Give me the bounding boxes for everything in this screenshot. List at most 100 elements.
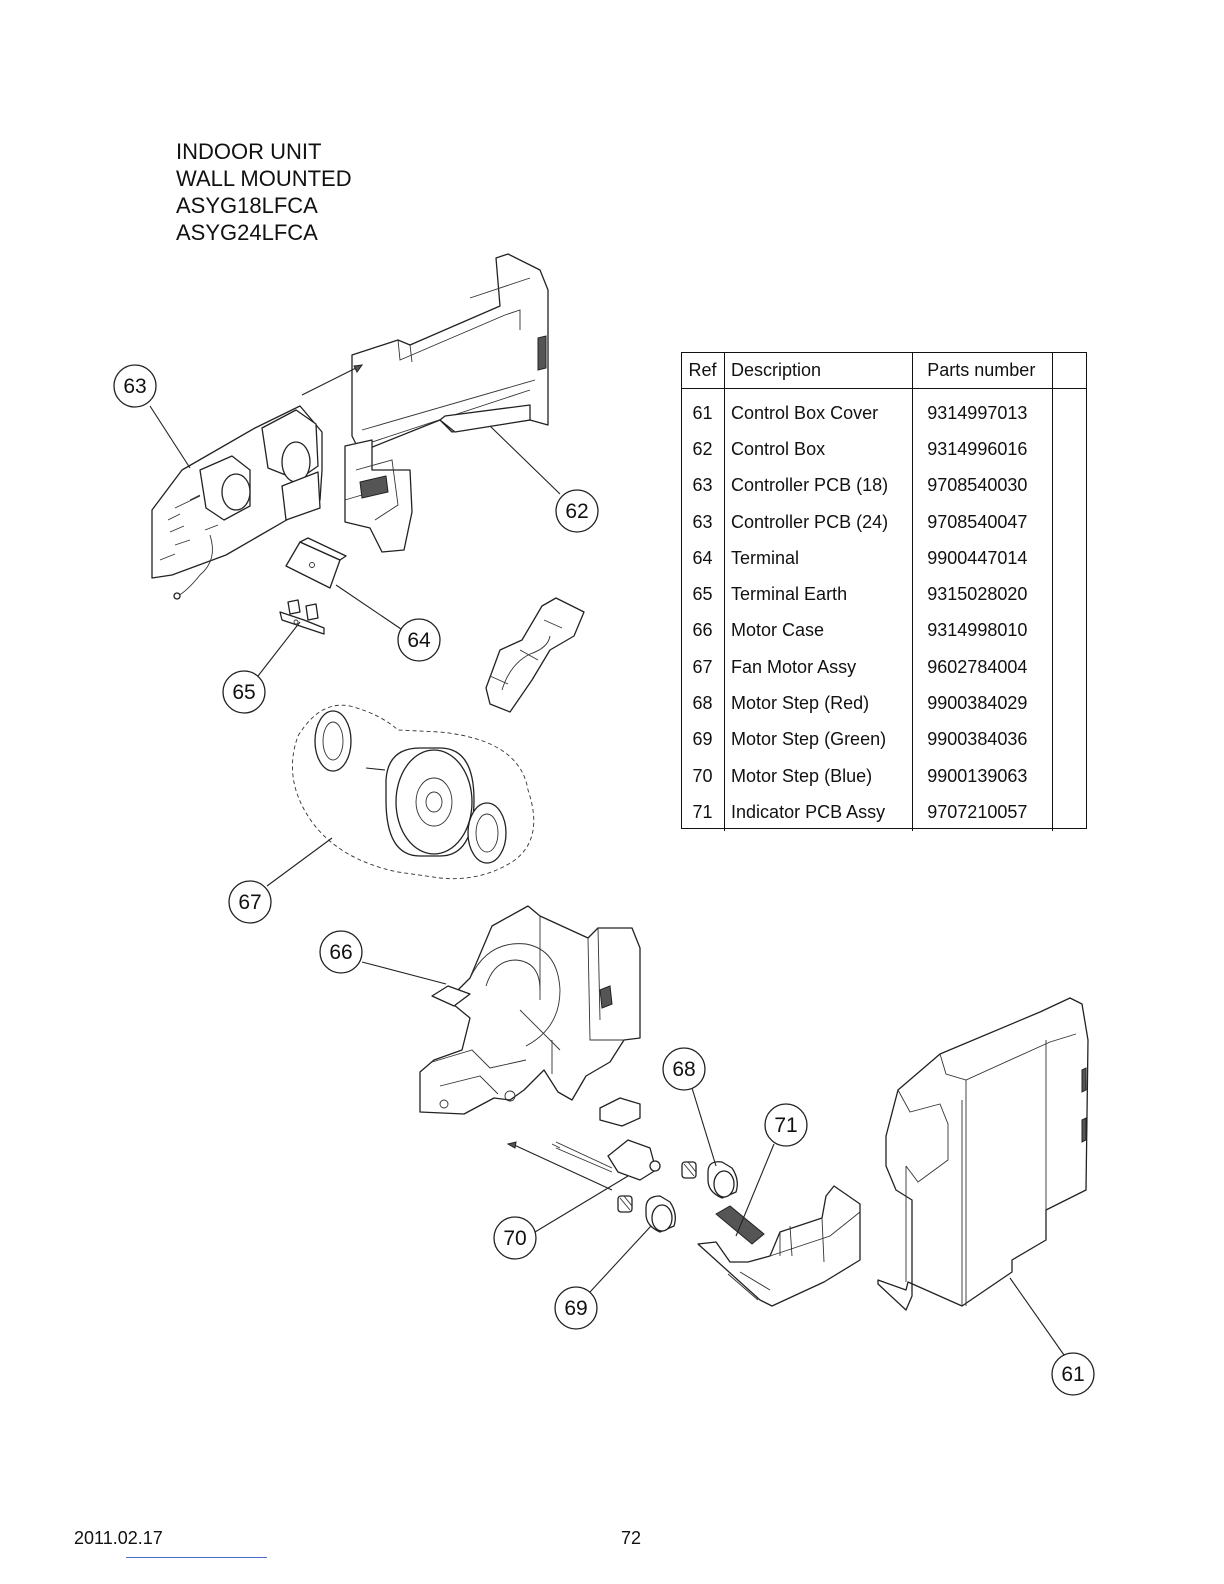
svg-text:68: 68 — [672, 1058, 695, 1081]
description-cell: Indicator PCB Assy — [724, 794, 914, 831]
svg-text:67: 67 — [238, 891, 261, 914]
parts-number-cell: 9708540030 — [912, 467, 1053, 504]
parts-number-cell: 9315028020 — [912, 576, 1053, 613]
part-71-indicator-pcb — [697, 1185, 861, 1307]
parts-number-cell: 9900384029 — [912, 685, 1053, 722]
description-cell: Controller PCB (24) — [724, 503, 914, 541]
blank-cell — [1052, 613, 1087, 649]
parts-number-cell: 9708540047 — [912, 503, 1053, 541]
blank-cell — [1052, 540, 1087, 576]
blank-cell — [1052, 504, 1087, 540]
callout-63: 63 — [113, 364, 157, 408]
blank-cell — [1052, 649, 1087, 685]
svg-text:71: 71 — [774, 1114, 797, 1137]
header-line-mounting: WALL MOUNTED — [176, 166, 352, 191]
footer-date: 2011.02.17 — [74, 1528, 163, 1548]
blank-cell — [1052, 794, 1087, 830]
callout-66: 66 — [319, 930, 363, 974]
parts-number-cell: 9900139063 — [912, 757, 1053, 795]
description-cell: Control Box Cover — [724, 388, 914, 432]
blank-cell — [1052, 468, 1087, 504]
description-cell: Motor Step (Red) — [724, 685, 914, 722]
callout-68: 68 — [662, 1047, 706, 1091]
svg-text:62: 62 — [565, 500, 588, 523]
header-line-unit-type: INDOOR UNIT — [176, 139, 322, 164]
ref-cell: 64 — [681, 540, 726, 577]
header-line-model-2: ASYG24LFCA — [176, 220, 318, 245]
header-parts-number: Parts number — [912, 352, 1053, 389]
parts-number-cell: 9314997013 — [912, 388, 1053, 432]
description-cell: Control Box — [724, 431, 914, 468]
callout-67: 67 — [228, 880, 272, 924]
description-cell: Motor Step (Green) — [724, 721, 914, 758]
callout-71: 71 — [764, 1103, 808, 1147]
page-number: 72 — [621, 1528, 642, 1548]
part-67-fan-motor — [292, 704, 535, 880]
parts-number-cell: 9602784004 — [912, 649, 1053, 686]
ref-cell: 66 — [681, 612, 726, 650]
part-63-controller-pcb — [151, 405, 323, 600]
ref-cell: 62 — [681, 431, 726, 468]
header-ref: Ref — [681, 352, 726, 389]
description-cell: Controller PCB (18) — [724, 467, 914, 504]
parts-number-cell: 9314998010 — [912, 612, 1053, 650]
description-cell: Terminal — [724, 540, 914, 577]
parts-number-cell: 9900447014 — [912, 540, 1053, 577]
description-cell: Motor Case — [724, 612, 914, 650]
blank-cell — [1052, 431, 1087, 467]
blank-cell — [1052, 389, 1087, 432]
blank-cell — [1052, 685, 1087, 721]
callout-61: 61 — [1051, 1352, 1095, 1396]
ref-cell: 68 — [681, 685, 726, 722]
part-66-motor-case — [419, 905, 641, 1115]
callout-64: 64 — [397, 618, 441, 662]
svg-text:66: 66 — [329, 941, 352, 964]
description-cell: Motor Step (Blue) — [724, 757, 914, 795]
part-65-terminal-earth — [279, 599, 325, 635]
svg-text:63: 63 — [123, 375, 146, 398]
part-61-control-box-cover — [877, 997, 1089, 1311]
parts-number-cell: 9314996016 — [912, 431, 1053, 468]
blank-cell — [1052, 722, 1087, 758]
ref-cell: 67 — [681, 649, 726, 686]
description-cell: Terminal Earth — [724, 576, 914, 613]
blank-cell — [1052, 576, 1087, 612]
callout-65: 65 — [222, 670, 266, 714]
leader-lines — [149, 405, 1065, 1356]
ref-cell: 63 — [681, 503, 726, 541]
svg-text:64: 64 — [407, 629, 431, 652]
header-blank — [1052, 352, 1087, 389]
motor-bracket — [485, 597, 585, 713]
ref-cell: 63 — [681, 467, 726, 504]
parts-number-cell: 9707210057 — [912, 794, 1053, 831]
ref-cell: 70 — [681, 757, 726, 795]
svg-text:70: 70 — [503, 1227, 526, 1250]
parts-number-cell: 9900384036 — [912, 721, 1053, 758]
callout-69: 69 — [554, 1286, 598, 1330]
ref-cell: 65 — [681, 576, 726, 613]
svg-text:65: 65 — [232, 681, 255, 704]
document-header: INDOOR UNIT WALL MOUNTED ASYG18LFCA ASYG… — [176, 138, 352, 246]
ref-cell: 71 — [681, 794, 726, 831]
svg-text:69: 69 — [564, 1297, 587, 1320]
parts-table-header-row: Ref Description Parts number — [681, 352, 1087, 389]
header-description: Description — [724, 352, 914, 389]
ref-cell: 61 — [681, 388, 726, 432]
part-64-terminal — [285, 537, 347, 589]
description-cell: Fan Motor Assy — [724, 649, 914, 686]
callout-70: 70 — [493, 1216, 537, 1260]
callout-62: 62 — [555, 489, 599, 533]
svg-text:61: 61 — [1061, 1363, 1084, 1386]
